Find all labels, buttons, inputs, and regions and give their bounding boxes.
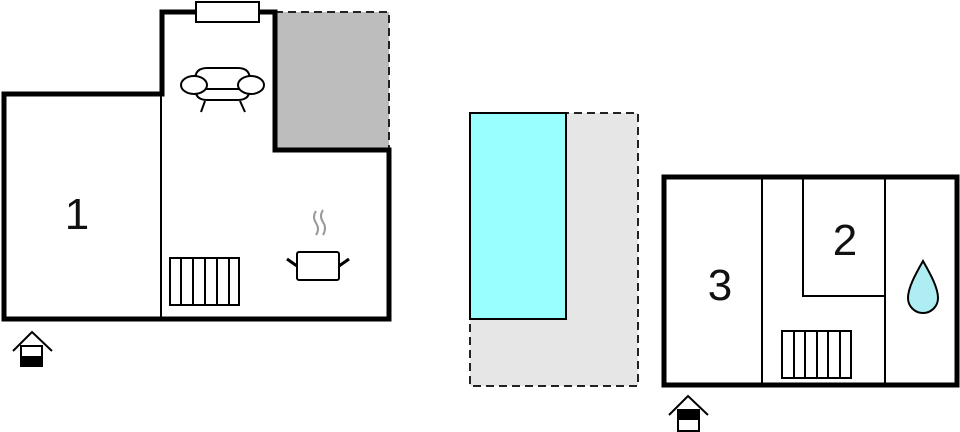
outer-wall xyxy=(1,9,392,322)
room-label-2: 2 xyxy=(833,216,857,265)
stairs-icon xyxy=(169,257,240,306)
window-icon xyxy=(195,1,260,23)
cooking-pot-icon xyxy=(286,209,350,281)
upper-floor-building: 2 3 xyxy=(661,174,960,432)
room-2-wall xyxy=(802,177,885,297)
room-label-1: 1 xyxy=(65,190,89,239)
entrance-icon xyxy=(668,394,709,432)
sofa-icon xyxy=(180,67,265,113)
swimming-pool xyxy=(469,112,567,320)
terrace-area xyxy=(275,12,389,150)
room-label-3: 3 xyxy=(708,261,732,310)
pool-area xyxy=(469,112,639,387)
water-drop-icon xyxy=(906,258,940,314)
stairs-icon xyxy=(781,330,852,379)
ground-floor-building: 1 xyxy=(1,1,392,367)
entrance-icon xyxy=(12,330,53,367)
